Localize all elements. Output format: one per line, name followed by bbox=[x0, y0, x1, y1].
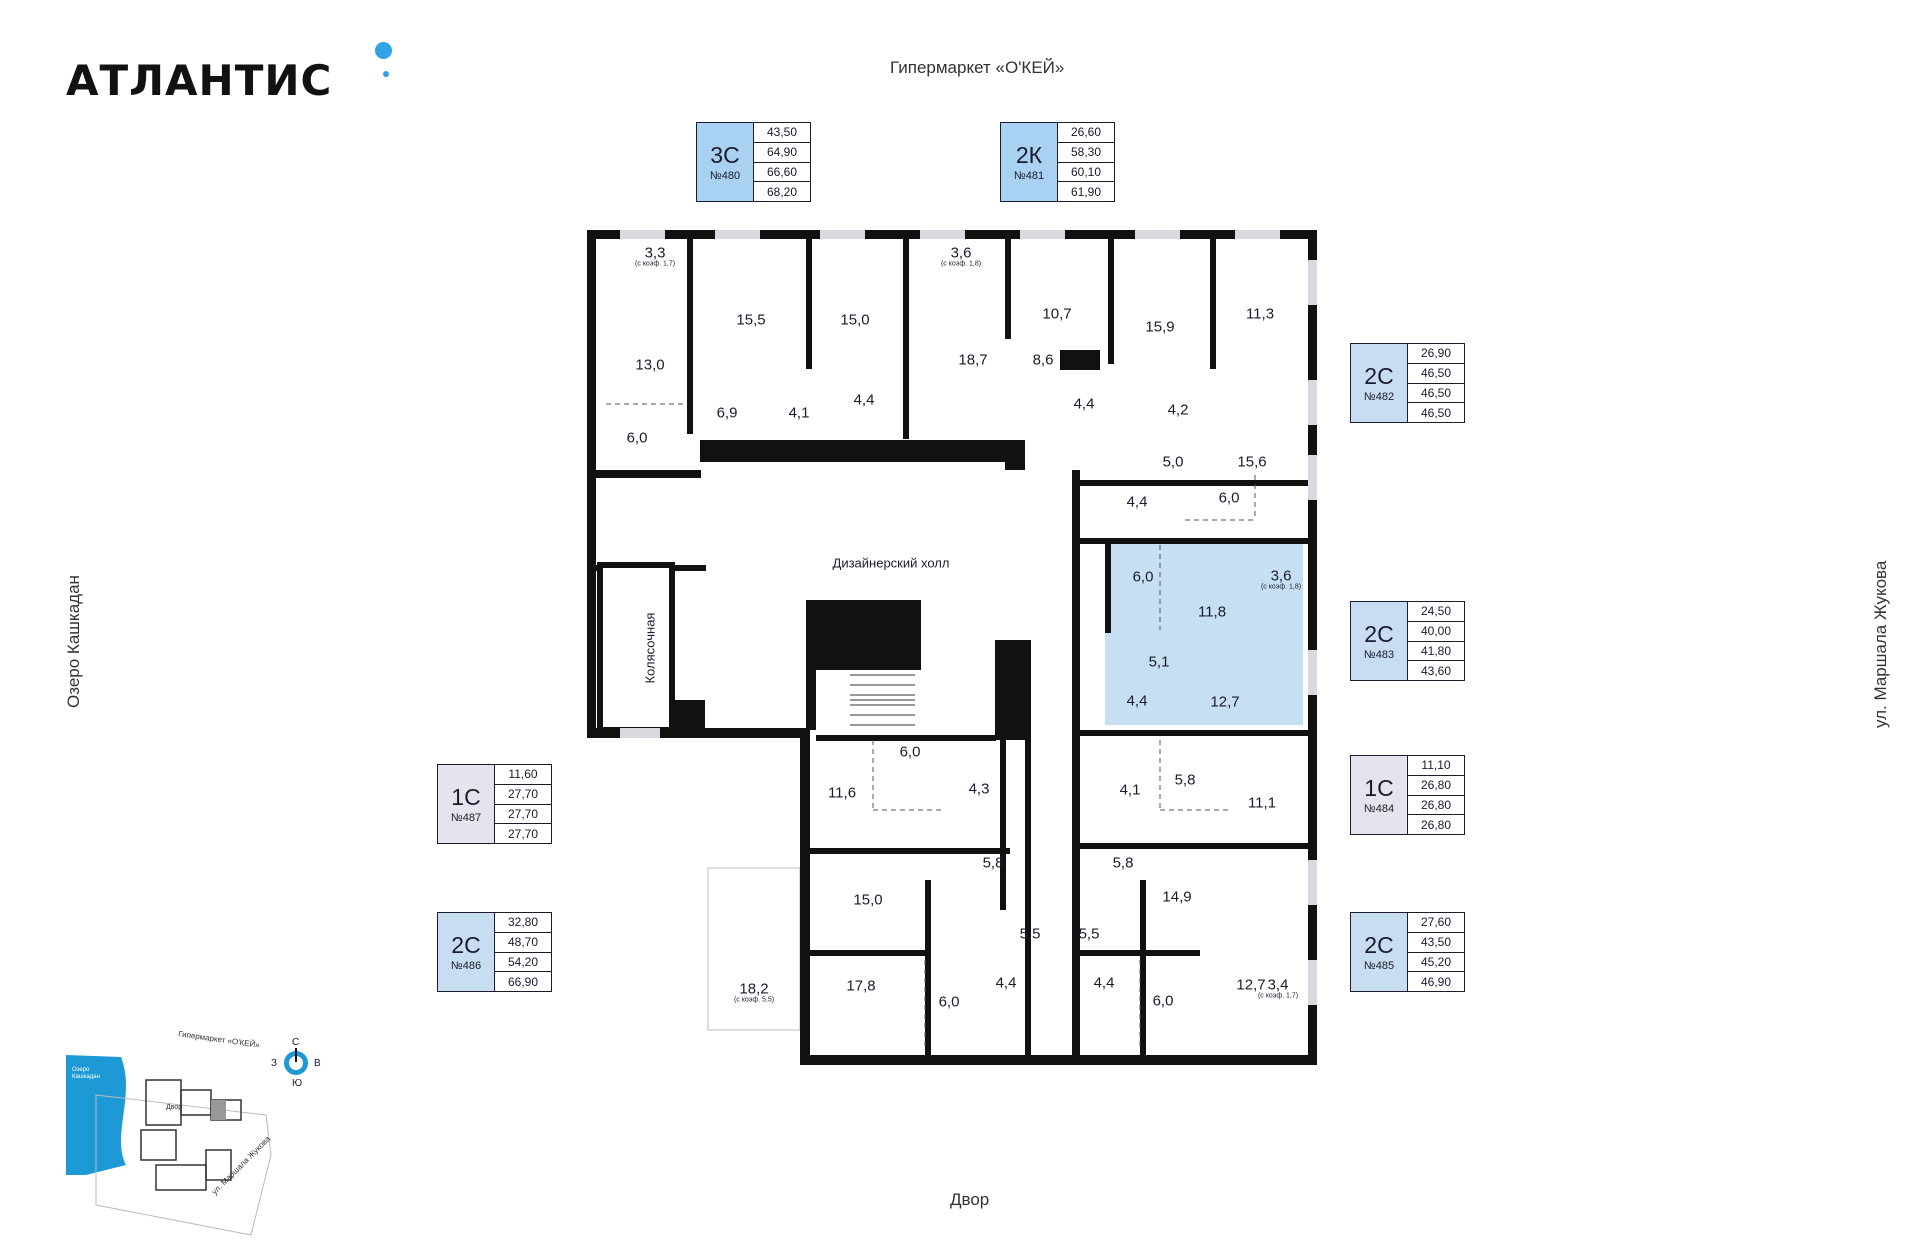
room-label: 12,7 bbox=[1236, 976, 1266, 994]
room-label: 4,4 bbox=[1093, 974, 1115, 992]
room-label: 4,4 bbox=[995, 974, 1017, 992]
room-label: 4,3 bbox=[968, 780, 990, 798]
room-label: 15,9 bbox=[1145, 318, 1175, 336]
room-label: 4,1 bbox=[1119, 781, 1141, 799]
room-label: 15,5 bbox=[736, 311, 766, 329]
compass-north: С bbox=[292, 1037, 300, 1048]
room-label: 11,1 bbox=[1247, 794, 1277, 812]
room-label: 6,0 bbox=[1132, 568, 1154, 586]
room-label: 5,0 bbox=[1162, 453, 1184, 471]
room-label: 5,5 bbox=[1078, 925, 1100, 943]
room-label: 4,4 bbox=[1126, 493, 1148, 511]
street-label-top: Гипермаркет «О'КЕЙ» bbox=[890, 58, 1065, 77]
room-label: 10,7 bbox=[1042, 305, 1072, 323]
room-label: 12,7 bbox=[1210, 693, 1240, 711]
room-label: 4,4 bbox=[1073, 395, 1095, 413]
room-label: 6,9 bbox=[716, 404, 738, 422]
compass-south: Ю bbox=[292, 1078, 303, 1089]
room-label: 14,9 bbox=[1162, 888, 1192, 906]
room-label: 15,0 bbox=[840, 311, 870, 329]
room-label: 5,8 bbox=[982, 854, 1004, 872]
room-label: 11,3 bbox=[1245, 305, 1275, 323]
room-label: 18,7 bbox=[958, 351, 988, 369]
room-label: 3,3(с коэф. 1,7) bbox=[634, 244, 676, 268]
room-label: 4,1 bbox=[788, 404, 810, 422]
compass-needle-icon bbox=[295, 1048, 297, 1062]
current-building-marker bbox=[211, 1100, 226, 1120]
site-minimap bbox=[66, 1055, 272, 1236]
windows bbox=[620, 230, 1317, 1005]
room-label: 3,6(с коэф. 1,8) bbox=[1260, 567, 1302, 591]
room-label: 11,6 bbox=[827, 784, 857, 802]
terrace bbox=[707, 867, 801, 1031]
designer-hall-label: Дизайнерский холл bbox=[832, 555, 950, 571]
room-label: 17,8 bbox=[846, 977, 876, 995]
room-label: 6,0 bbox=[1218, 489, 1240, 507]
room-label: 15,0 bbox=[853, 891, 883, 909]
room-label: 4,4 bbox=[853, 391, 875, 409]
room-label: 5,8 bbox=[1174, 771, 1196, 789]
logo-dot-icon bbox=[375, 42, 392, 59]
highlighted-apartment bbox=[1105, 543, 1303, 725]
room-label: 6,0 bbox=[899, 743, 921, 761]
room-label: 13,0 bbox=[635, 356, 665, 374]
room-label: 5,5 bbox=[1019, 925, 1041, 943]
brand-logo: АТЛАНТИС bbox=[66, 56, 333, 105]
room-label: 6,0 bbox=[1152, 992, 1174, 1010]
minimap-lake-label: Озеро Кашкадан bbox=[72, 1067, 100, 1080]
room-label: 3,4(с коэф. 1,7) bbox=[1257, 976, 1299, 1000]
room-label: 4,4 bbox=[1126, 692, 1148, 710]
stroller-room bbox=[597, 562, 675, 733]
room-label: 15,6 bbox=[1237, 453, 1267, 471]
room-label: 6,0 bbox=[938, 993, 960, 1011]
street-label-bottom: Двор bbox=[950, 1190, 990, 1209]
compass-west: З bbox=[271, 1058, 278, 1069]
room-label: 4,2 bbox=[1167, 401, 1189, 419]
minimap-yard-label: Двор bbox=[166, 1104, 183, 1111]
stairs bbox=[850, 674, 915, 726]
stroller-room-label: Колясочная bbox=[642, 612, 658, 684]
room-label: 3,6(с коэф. 1,8) bbox=[940, 244, 982, 268]
room-label: 8,6 bbox=[1032, 351, 1054, 369]
room-label: 11,8 bbox=[1197, 603, 1227, 621]
logo-dot-small-icon bbox=[383, 71, 389, 77]
room-label: 18,2(с коэф. 5,5) bbox=[733, 980, 775, 1004]
room-label: 6,0 bbox=[626, 429, 648, 447]
zone-lines bbox=[606, 403, 1256, 1050]
room-label: 5,1 bbox=[1148, 653, 1170, 671]
room-label: 5,8 bbox=[1112, 854, 1134, 872]
compass-east: В bbox=[314, 1058, 321, 1069]
